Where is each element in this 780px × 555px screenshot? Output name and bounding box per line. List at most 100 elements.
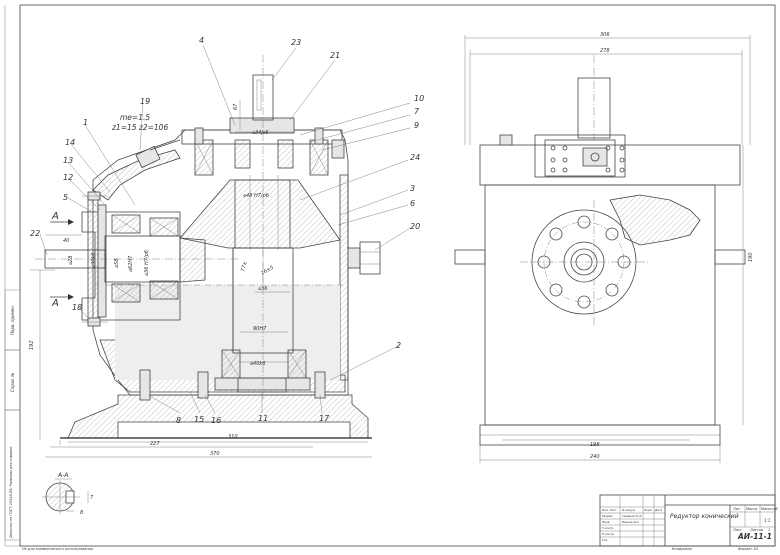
dimension-lines-side: [464, 35, 751, 463]
svg-text:77±: 77±: [240, 261, 249, 273]
bottom-bearing: [214, 349, 311, 393]
svg-text:Пров.: Пров.: [602, 520, 610, 524]
svg-text:№ докум.: № докум.: [621, 508, 636, 512]
sheet-frame: [19, 4, 776, 547]
dimension-lines-main: [30, 100, 372, 458]
side-sprav: Справ. №: [10, 373, 15, 392]
label-19: 19: [140, 97, 150, 106]
bevel-pinion: [179, 237, 206, 283]
drawing-code: АИ-11-1: [737, 532, 772, 541]
section-aa-view: A-A 7 8: [42, 472, 94, 516]
label-11: 11: [258, 414, 268, 423]
side-cutaway: [609, 194, 701, 246]
housing-base: [67, 394, 369, 439]
label-4: 4: [199, 36, 204, 45]
svg-text:⌀30k6: ⌀30k6: [91, 253, 97, 268]
svg-text:Н.контр.: Н.контр.: [602, 532, 615, 536]
label-10: 10: [414, 94, 424, 103]
label-20: 20: [410, 222, 420, 231]
svg-text:⌀40k6: ⌀40k6: [250, 361, 265, 367]
bearing-cap-top: [229, 117, 295, 134]
foot-bolt-right: [314, 371, 326, 399]
svg-text:67: 67: [233, 103, 239, 110]
side-note: Допуски по ГОСТ 25346-89; Размеры для сп…: [9, 446, 13, 539]
breather: [135, 139, 181, 169]
svg-text:⌀58: ⌀58: [114, 259, 120, 268]
side-top-flange: [479, 144, 741, 186]
title-block: Редуктор конический АИ-11-1 Лит. Масса М…: [599, 494, 778, 551]
svg-text:16±5: 16±5: [260, 265, 275, 277]
svg-text:Листов: Листов: [749, 528, 763, 532]
top-bearings: [194, 139, 329, 176]
label-5: 5: [63, 193, 68, 202]
section-letter-bottom: A: [51, 298, 59, 309]
svg-text:Разраб.: Разраб.: [602, 514, 613, 518]
label-13: 13: [63, 156, 73, 165]
svg-text:Дата: Дата: [654, 508, 663, 512]
side-strip: Перв. примен. Справ. № Допуски по ГОСТ 2…: [4, 289, 21, 541]
section-dim-8: 8: [80, 510, 83, 516]
svg-text:Формат A3: Формат A3: [738, 547, 758, 551]
svg-text:227: 227: [150, 441, 160, 447]
label-8: 8: [176, 416, 181, 425]
svg-text:Изм. Лист: Изм. Лист: [602, 508, 617, 512]
label-23: 23: [291, 38, 301, 47]
label-24: 24: [410, 153, 420, 162]
svg-text:⌀28: ⌀28: [68, 256, 74, 265]
leader-lines: [39, 44, 411, 414]
drawing-name: Редуктор конический: [670, 513, 739, 520]
svg-text:190: 190: [748, 252, 754, 262]
svg-text:1: 1: [768, 528, 770, 532]
pinion-bearings: [111, 214, 179, 303]
main-section-view: [35, 55, 381, 443]
svg-text:90H7: 90H7: [253, 326, 267, 332]
side-flange-circle: [531, 209, 637, 315]
label-12: 12: [63, 173, 73, 182]
svg-text:370: 370: [210, 451, 220, 457]
foot-bolt-left: [139, 369, 151, 401]
svg-text:Подп.: Подп.: [644, 508, 653, 512]
label-17: 17: [319, 414, 330, 423]
label-3: 3: [410, 184, 415, 193]
drain-plug: [347, 241, 381, 275]
svg-text:Утв.: Утв.: [602, 538, 608, 542]
svg-text:306: 306: [600, 32, 610, 38]
label-21: 21: [330, 51, 340, 60]
svg-text:1:1: 1:1: [764, 518, 770, 523]
section-letter-top: A: [51, 211, 59, 222]
svg-text:⌀36: ⌀36: [258, 286, 267, 292]
housing-wall-top-left: [92, 149, 181, 201]
label-14: 14: [65, 138, 75, 147]
svg-text:278: 278: [600, 48, 610, 54]
svg-text:⌀34js6: ⌀34js6: [252, 130, 269, 136]
section-arrows: A A: [50, 211, 74, 309]
svg-text:Масса: Масса: [746, 507, 757, 511]
housing-wall-right: [339, 174, 349, 381]
section-dim-7: 7: [90, 495, 94, 501]
svg-text:⌀36 H7/p6: ⌀36 H7/p6: [144, 250, 150, 276]
svg-text:Иванов Д.А.: Иванов Д.А.: [622, 520, 640, 524]
svg-text:192: 192: [29, 340, 35, 350]
svg-text:240: 240: [590, 454, 600, 460]
bevel-gear-wheel: [179, 179, 341, 249]
side-perv: Перв. примен.: [10, 305, 15, 335]
svg-text:Семенов Ю.А.: Семенов Ю.А.: [622, 514, 642, 518]
svg-text:Лит.: Лит.: [732, 507, 741, 511]
label-16: 16: [211, 416, 221, 425]
label-2: 2: [396, 341, 401, 350]
label-1: 1: [83, 118, 88, 127]
label-6: 6: [410, 199, 415, 208]
label-18: 18: [72, 303, 82, 312]
svg-text:40: 40: [63, 238, 69, 244]
label-7: 7: [414, 107, 420, 116]
footer-note: Не для коммерческого использования: [22, 547, 93, 551]
svg-text:⌀62H7: ⌀62H7: [128, 255, 134, 272]
label-15: 15: [194, 415, 204, 424]
gear-module: me=1.5: [120, 113, 150, 122]
svg-text:310: 310: [228, 434, 238, 440]
svg-text:Масштаб: Масштаб: [761, 507, 778, 511]
dimension-texts-main: 227 310 370 192 40 67 ⌀34js6 ⌀48 H7/p6 ⌀…: [29, 103, 275, 457]
gear-teeth: z1=15 z2=106: [111, 123, 168, 132]
